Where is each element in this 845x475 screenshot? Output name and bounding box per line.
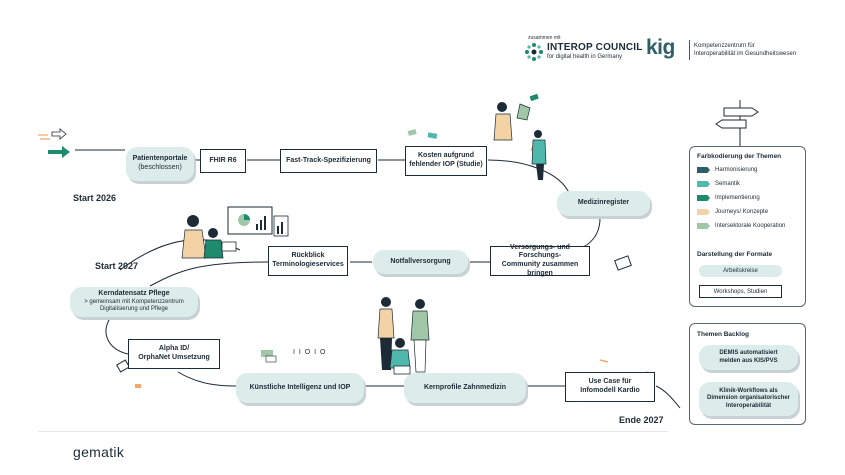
legend-item: Implementierung xyxy=(697,195,760,201)
team-meeting-illustration-icon xyxy=(181,206,289,259)
node-versorgung-forschung[interactable]: Versorgungs- und Forschungs- Community z… xyxy=(490,244,590,277)
legend-item: Journeys/ Konzepte xyxy=(697,209,768,215)
start-2027-label: Start 2027 xyxy=(95,261,139,271)
node-fhir-r6[interactable]: FHIR R6 xyxy=(200,149,246,173)
node-rueckblick-terminologie[interactable]: Rückblick Terminologieservices xyxy=(268,246,348,276)
node-kerndatensatz-sub: > gemeinsam mit Kompetenzzentrum Digital… xyxy=(84,298,184,313)
legend-item: Harmonisierung xyxy=(697,167,757,173)
node-patientenportale-status: (beschlossen) xyxy=(138,164,182,171)
node-kosten-iop[interactable]: Kosten aufgrund fehlender IOP (Studie) xyxy=(405,146,487,176)
legend-label: Implementierung xyxy=(715,195,760,201)
legend-label: Semantik xyxy=(715,181,741,187)
node-fast-track[interactable]: Fast-Track-Spezifizierung xyxy=(280,149,377,173)
node-kernprofile-zahnmedizin[interactable]: Kernprofile Zahnmedizin xyxy=(404,373,526,403)
node-medizinregister[interactable]: Medizinregister xyxy=(557,191,650,216)
legend-swatch xyxy=(697,209,710,215)
backlog-demis[interactable]: DEMIS automatisiert melden aus KIS/PVS xyxy=(699,345,798,370)
formats-title: Darstellung der Formate xyxy=(697,251,773,258)
footer-divider xyxy=(38,431,668,432)
backlog-title: Themen Backlog xyxy=(697,331,750,338)
partner-prefix: zusammen mit xyxy=(528,35,561,41)
backlog-klinik-workflows[interactable]: Klinik-Workflows als Dimension organisat… xyxy=(699,382,798,416)
kig-logo: kig xyxy=(646,36,675,59)
kig-divider xyxy=(689,40,690,60)
legend-swatch xyxy=(697,223,710,229)
kig-line1: Kompetenzzentrum für xyxy=(694,43,755,49)
interop-council-tagline: for digital health in Germany xyxy=(547,54,623,60)
legend-item: Intersektorale Kooperation xyxy=(697,223,785,229)
node-patientenportale[interactable]: Patientenportale (beschlossen) xyxy=(126,147,194,181)
legend-swatch xyxy=(697,181,710,187)
format-box-sample: Workshops, Studien xyxy=(699,285,782,298)
start-arrows-icon xyxy=(38,128,70,158)
legend-label: Harmonisierung xyxy=(715,167,758,173)
node-kerndatensatz-label: Kerndatensatz Pflege xyxy=(98,290,170,298)
binary-decoration: I I O I O xyxy=(293,349,327,356)
legend-label: Intersektorale Kooperation xyxy=(715,223,786,229)
people-illustration-icon xyxy=(493,102,547,180)
legend-panel: Farbkodierung der Themen Harmonisierung … xyxy=(689,146,806,307)
legend-label: Journeys/ Konzepte xyxy=(715,209,769,215)
node-patientenportale-label: Patientenportale xyxy=(132,155,188,163)
kig-line2: Interoperabilität im Gesundheitswesen xyxy=(694,51,797,57)
node-use-case-kardio[interactable]: Use Case für Infomodell Kardio xyxy=(565,372,655,402)
gematik-logo: gematik xyxy=(73,444,125,460)
node-kerndatensatz-pflege[interactable]: Kerndatensatz Pflege > gemeinsam mit Kom… xyxy=(70,287,198,317)
legend-item: Semantik xyxy=(697,181,740,187)
signpost-icon xyxy=(715,100,759,150)
start-2026-label: Start 2026 xyxy=(73,193,117,203)
interop-council-logo-icon xyxy=(525,43,543,61)
node-alpha-id[interactable]: Alpha ID/ OrphaNet Umsetzung xyxy=(128,339,220,369)
legend-title: Farbkodierung der Themen xyxy=(697,153,782,160)
end-2027-label: Ende 2027 xyxy=(619,415,664,425)
node-notfallversorgung[interactable]: Notfallversorgung xyxy=(373,250,468,274)
backlog-panel: Themen Backlog DEMIS automatisiert melde… xyxy=(689,323,806,425)
legend-swatch xyxy=(697,195,710,201)
developers-illustration-icon xyxy=(377,297,430,375)
interop-council-name: INTEROP COUNCIL xyxy=(547,42,643,53)
legend-swatch xyxy=(697,167,710,173)
format-pill-sample: Arbeitskreise xyxy=(699,265,782,277)
node-ki-iop[interactable]: Künstliche Intelligenz und IOP xyxy=(236,373,364,403)
